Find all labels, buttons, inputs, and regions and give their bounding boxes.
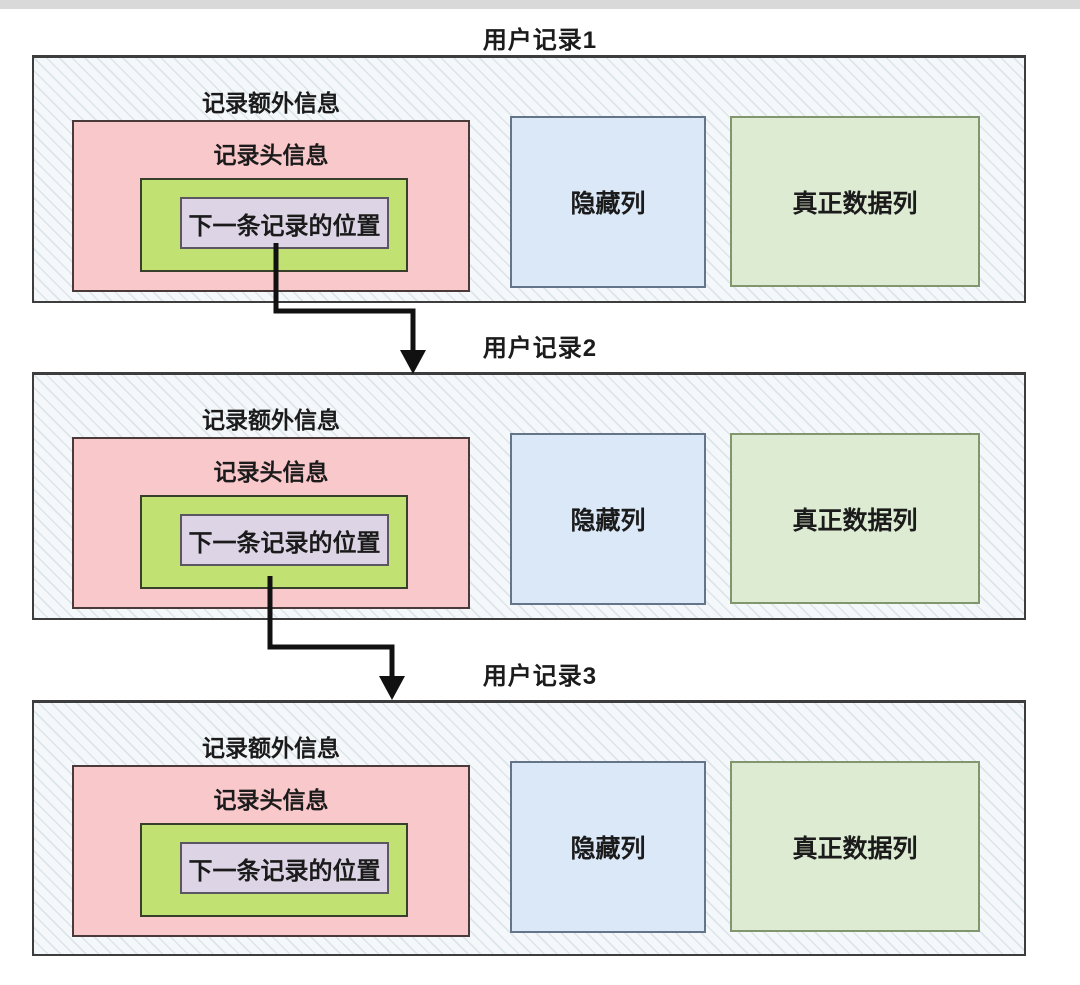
- record-3-hidden-columns-box: 隐藏列: [510, 761, 706, 933]
- record-3-container: 记录额外信息 记录头信息 下一条记录的位置 隐藏列 真正数据列: [32, 700, 1026, 956]
- record-2-next-pointer-box: 下一条记录的位置: [180, 514, 389, 566]
- record-1-extra-info-label: 记录额外信息: [202, 90, 340, 116]
- record-3-real-data-columns-box: 真正数据列: [730, 761, 980, 932]
- record-2-header-box: 记录头信息 下一条记录的位置: [72, 437, 470, 609]
- record-3-next-pointer-box: 下一条记录的位置: [180, 842, 389, 894]
- record-3-next-pointer-wrap: 下一条记录的位置: [140, 823, 408, 917]
- record-1-next-pointer-box: 下一条记录的位置: [180, 197, 389, 249]
- top-bar: [0, 0, 1080, 9]
- record-1-header-box: 记录头信息 下一条记录的位置: [72, 120, 470, 292]
- record-2-title: 用户记录2: [482, 335, 598, 362]
- record-3-header-box: 记录头信息 下一条记录的位置: [72, 765, 470, 937]
- record-1-next-pointer-wrap: 下一条记录的位置: [140, 178, 408, 272]
- record-2-hidden-columns-box: 隐藏列: [510, 433, 706, 605]
- record-3-title: 用户记录3: [482, 663, 598, 690]
- record-2-next-pointer-wrap: 下一条记录的位置: [140, 495, 408, 589]
- record-1-real-data-columns-box: 真正数据列: [730, 116, 980, 287]
- record-3-extra-info-label: 记录额外信息: [202, 735, 340, 761]
- record-1-container: 记录额外信息 记录头信息 下一条记录的位置 隐藏列 真正数据列: [32, 55, 1026, 303]
- record-3-header-label: 记录头信息: [213, 787, 329, 813]
- record-2-container: 记录额外信息 记录头信息 下一条记录的位置 隐藏列 真正数据列: [32, 372, 1026, 620]
- record-1-hidden-columns-box: 隐藏列: [510, 116, 706, 288]
- record-2-extra-info-label: 记录额外信息: [202, 407, 340, 433]
- record-1-title: 用户记录1: [482, 27, 598, 54]
- record-2-real-data-columns-box: 真正数据列: [730, 433, 980, 604]
- record-1-header-label: 记录头信息: [213, 142, 329, 168]
- record-2-header-label: 记录头信息: [213, 459, 329, 485]
